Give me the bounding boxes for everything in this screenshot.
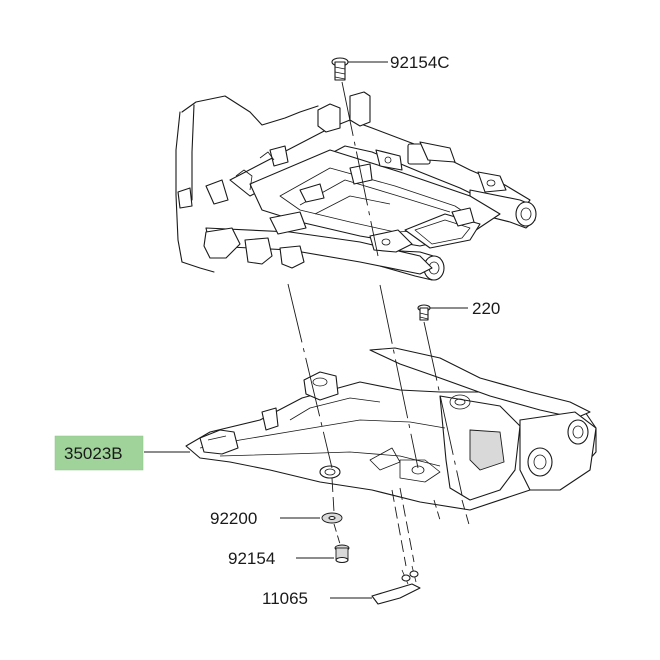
subframe-drawing [175, 91, 537, 281]
bolt-220-drawing [417, 304, 431, 321]
part-label-92200[interactable]: 92200 [210, 509, 257, 528]
undertray-drawing [185, 347, 597, 511]
assembly-lines [287, 81, 471, 567]
washer-92200-drawing [321, 512, 343, 524]
part-label-92154[interactable]: 92154 [228, 549, 275, 568]
bolt-92154-drawing [334, 544, 350, 564]
part-label-92154C[interactable]: 92154C [390, 53, 450, 72]
part-label-220[interactable]: 220 [472, 299, 500, 318]
part-label-35023B[interactable]: 35023B [64, 444, 123, 463]
bolt-92154C-drawing [331, 57, 349, 81]
callout-leaders [144, 61, 468, 599]
clamp-11065-drawing [371, 565, 421, 605]
part-label-11065[interactable]: 11065 [262, 589, 308, 608]
part-35023B-highlight [54, 435, 144, 471]
